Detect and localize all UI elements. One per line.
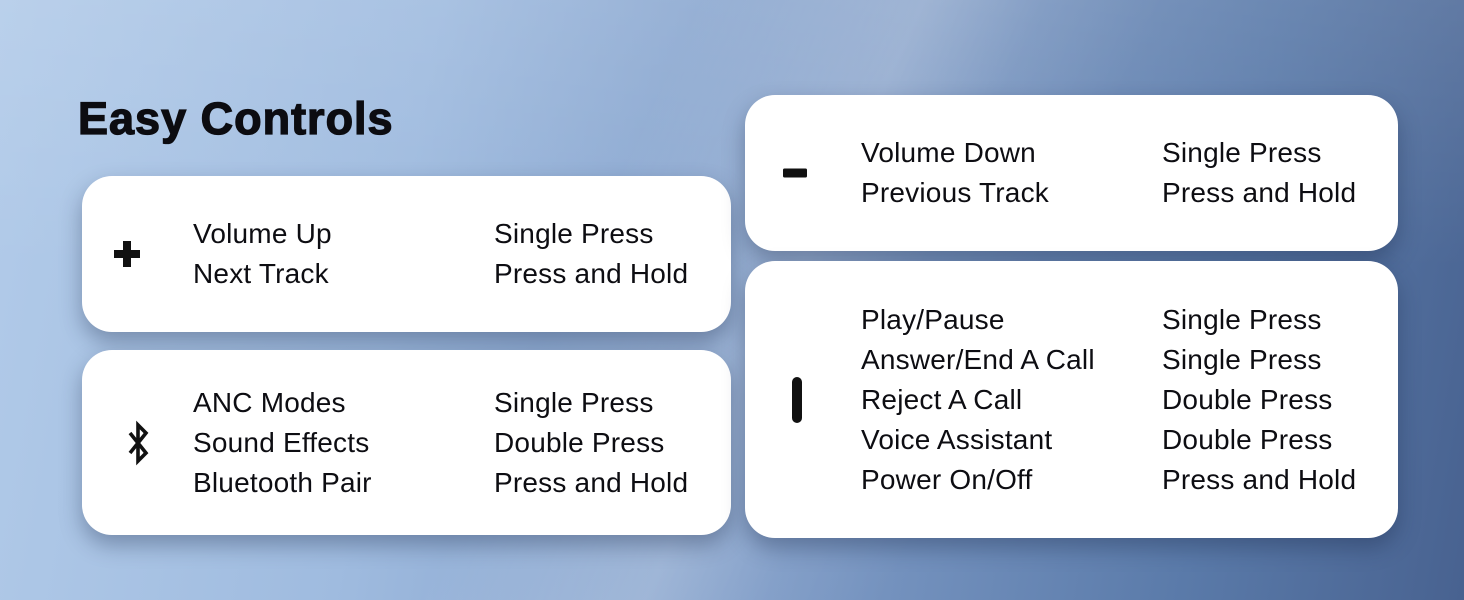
control-row: Answer/End A Call Single Press (745, 340, 1398, 380)
control-row: Volume Up Single Press (82, 214, 731, 254)
control-row: Bluetooth Pair Press and Hold (82, 463, 731, 503)
gesture-label: Press and Hold (494, 466, 689, 498)
gesture-label: Single Press (1162, 137, 1322, 168)
gesture-label: Press and Hold (1162, 177, 1357, 208)
power-bar-icon (791, 376, 803, 424)
control-rows: Play/Pause Single Press Answer/End A Cal… (745, 300, 1398, 500)
control-row: Volume Down Single Press (745, 133, 1398, 173)
page-title: Easy Controls (77, 93, 394, 144)
gesture-label: Single Press (1162, 303, 1322, 335)
control-row: Power On/Off Press and Hold (745, 460, 1398, 500)
control-row: Next Track Press and Hold (82, 254, 731, 294)
function-label: Volume Up (193, 218, 332, 249)
control-row: ANC Modes Single Press (82, 383, 731, 423)
gesture-label: Single Press (494, 386, 654, 418)
control-row: Voice Assistant Double Press (745, 420, 1398, 460)
function-label: Next Track (193, 258, 329, 289)
minus-icon (783, 168, 807, 178)
plus-icon (113, 240, 141, 268)
function-label: Voice Assistant (861, 423, 1053, 455)
control-rows: Volume Down Single Press Previous Track … (745, 133, 1398, 213)
control-row: Previous Track Press and Hold (745, 173, 1398, 213)
control-row: Reject A Call Double Press (745, 380, 1398, 420)
function-label: Previous Track (861, 177, 1049, 208)
function-label: Power On/Off (861, 463, 1033, 495)
function-label: Play/Pause (861, 303, 1005, 335)
card-bluetooth: ANC Modes Single Press Sound Effects Dou… (82, 350, 731, 535)
card-multifunction: Play/Pause Single Press Answer/End A Cal… (745, 261, 1398, 538)
control-rows: Volume Up Single Press Next Track Press … (82, 214, 731, 294)
function-label: ANC Modes (193, 386, 346, 418)
function-label: Bluetooth Pair (193, 466, 372, 498)
gesture-label: Double Press (494, 426, 665, 458)
function-label: Volume Down (861, 137, 1036, 168)
function-label: Sound Effects (193, 426, 370, 458)
function-label: Reject A Call (861, 383, 1023, 415)
card-volume-down: Volume Down Single Press Previous Track … (745, 95, 1398, 251)
bluetooth-icon (126, 418, 150, 468)
card-volume-up: Volume Up Single Press Next Track Press … (82, 176, 731, 332)
gesture-label: Press and Hold (1162, 463, 1357, 495)
function-label: Answer/End A Call (861, 343, 1095, 375)
gesture-label: Double Press (1162, 423, 1333, 455)
gesture-label: Single Press (494, 218, 654, 249)
gesture-label: Press and Hold (494, 258, 689, 289)
control-row: Play/Pause Single Press (745, 300, 1398, 340)
gesture-label: Double Press (1162, 383, 1333, 415)
gesture-label: Single Press (1162, 343, 1322, 375)
control-rows: ANC Modes Single Press Sound Effects Dou… (82, 383, 731, 503)
control-row: Sound Effects Double Press (82, 423, 731, 463)
